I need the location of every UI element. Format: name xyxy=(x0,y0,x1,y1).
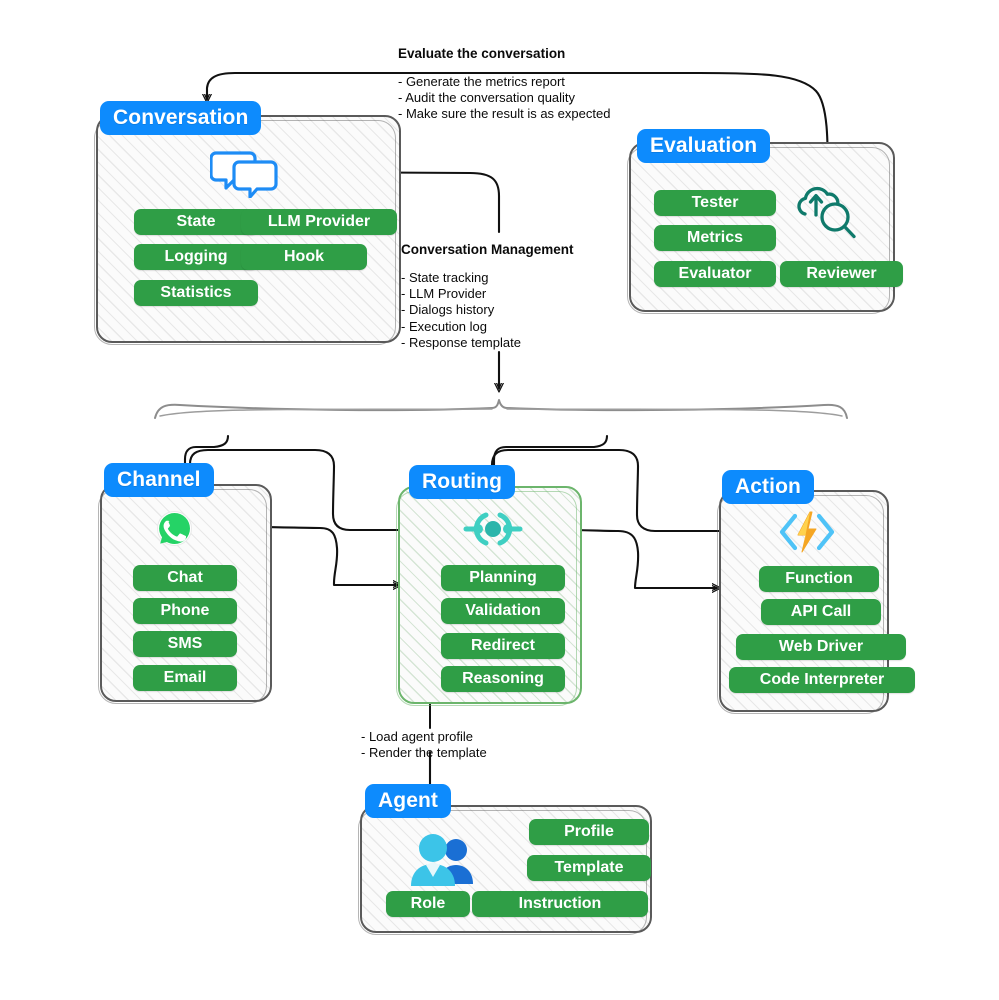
chat-bubbles-icon xyxy=(209,146,280,199)
pill-action-api-call[interactable]: API Call xyxy=(761,599,881,625)
panel-title-action[interactable]: Action xyxy=(722,470,814,504)
pill-action-code-interpreter[interactable]: Code Interpreter xyxy=(729,667,915,693)
panel-title-channel[interactable]: Channel xyxy=(104,463,214,497)
annotation-line: - Execution log xyxy=(401,318,487,334)
annotation-evaluate-the-conversation: Evaluate the conversation - Generate the… xyxy=(398,46,610,123)
annotation-line: - State tracking xyxy=(401,270,489,285)
pill-routing-reasoning[interactable]: Reasoning xyxy=(441,666,565,692)
pill-routing-redirect[interactable]: Redirect xyxy=(441,633,565,659)
whatsapp-icon xyxy=(156,510,193,547)
annotation-line: - Dialogs history xyxy=(401,302,495,318)
pill-conversation-hook[interactable]: Hook xyxy=(241,244,367,270)
pill-conversation-logging[interactable]: Logging xyxy=(134,244,258,270)
annotation-line: - Render the template xyxy=(361,745,487,760)
routing-node-icon xyxy=(462,505,524,553)
annotation-title: Evaluate the conversation xyxy=(398,46,566,61)
users-icon xyxy=(408,828,480,890)
annotation-line: - Response template xyxy=(401,334,521,350)
pill-evaluation-evaluator[interactable]: Evaluator xyxy=(654,261,776,287)
pill-channel-chat[interactable]: Chat xyxy=(133,565,237,591)
panel-title-conversation[interactable]: Conversation xyxy=(100,101,262,135)
pill-channel-phone[interactable]: Phone xyxy=(133,598,237,624)
pill-conversation-llm-provider[interactable]: LLM Provider xyxy=(241,209,397,235)
pill-agent-profile[interactable]: Profile xyxy=(529,819,649,845)
pill-action-function[interactable]: Function xyxy=(759,566,879,592)
annotation-line: - LLM Provider xyxy=(401,286,487,302)
pill-routing-planning[interactable]: Planning xyxy=(441,565,565,591)
panel-title-routing[interactable]: Routing xyxy=(409,465,516,499)
panel-title-evaluation[interactable]: Evaluation xyxy=(637,129,771,163)
pill-channel-sms[interactable]: SMS xyxy=(133,631,237,657)
pill-evaluation-reviewer[interactable]: Reviewer xyxy=(780,261,903,287)
pill-agent-role[interactable]: Role xyxy=(386,891,470,917)
pill-evaluation-metrics[interactable]: Metrics xyxy=(654,225,776,251)
panel-title-agent[interactable]: Agent xyxy=(365,784,451,818)
cloud-magnifier-icon xyxy=(793,181,861,243)
annotation-conversation-management: Conversation Management - State tracking… xyxy=(401,242,574,351)
annotation-line: - Make sure the result is as expected xyxy=(398,106,611,122)
pill-agent-template[interactable]: Template xyxy=(527,855,651,881)
pill-conversation-state[interactable]: State xyxy=(134,209,258,235)
pill-evaluation-tester[interactable]: Tester xyxy=(654,190,776,216)
annotation-line: - Load agent profile xyxy=(361,729,474,744)
pill-action-web-driver[interactable]: Web Driver xyxy=(736,634,906,660)
pill-agent-instruction[interactable]: Instruction xyxy=(472,891,648,917)
pill-routing-validation[interactable]: Validation xyxy=(441,598,565,624)
annotation-agent-loading: - Load agent profile - Render the templa… xyxy=(361,729,487,761)
code-lightning-icon xyxy=(776,508,838,556)
pill-channel-email[interactable]: Email xyxy=(133,665,237,691)
annotation-line: - Audit the conversation quality xyxy=(398,90,576,106)
annotation-title: Conversation Management xyxy=(401,242,574,257)
pill-conversation-statistics[interactable]: Statistics xyxy=(134,280,258,306)
annotation-line: - Generate the metrics report xyxy=(398,74,565,89)
